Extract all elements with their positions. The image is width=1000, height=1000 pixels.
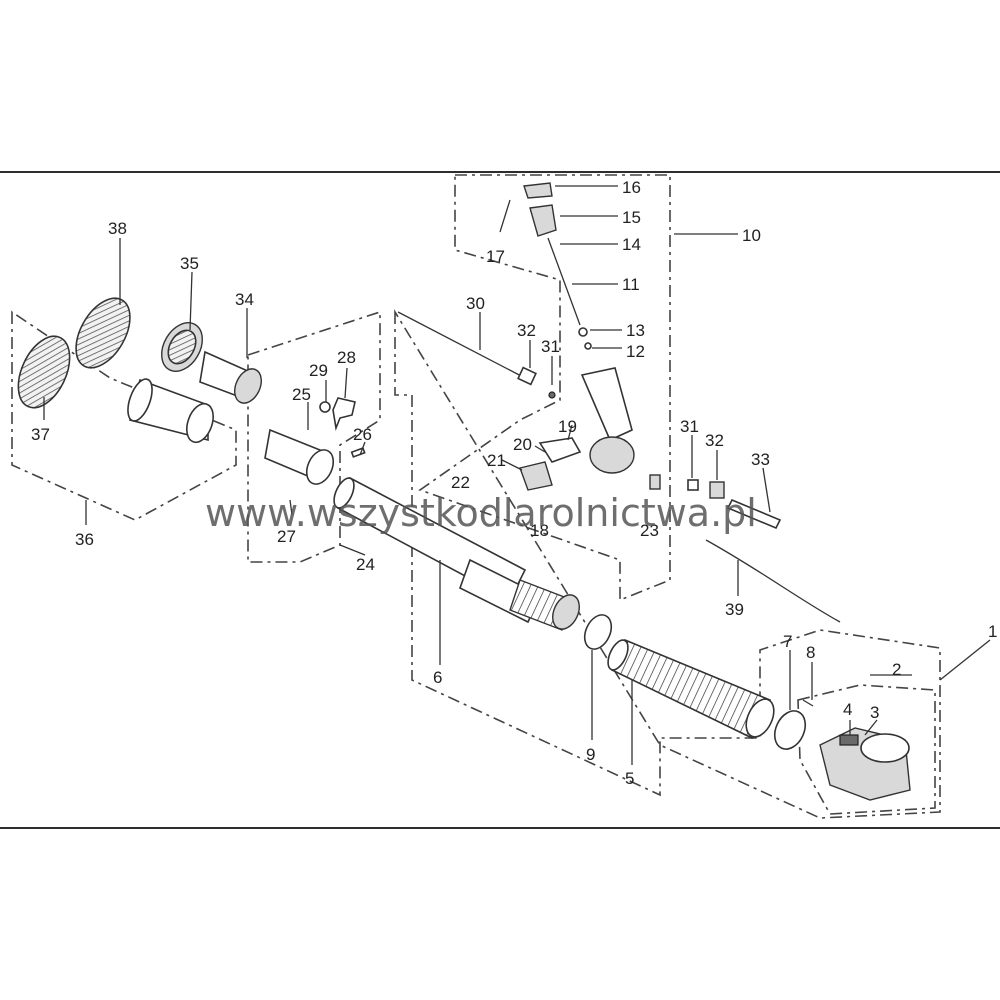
callout-6: 6	[433, 668, 442, 687]
callout-27: 27	[277, 527, 296, 546]
callout-15: 15	[622, 208, 641, 227]
callout-11: 11	[622, 275, 640, 294]
callout-25: 25	[292, 385, 311, 404]
part-28-bracket	[332, 397, 356, 431]
callout-3: 3	[870, 703, 879, 722]
part-36-cone	[127, 378, 214, 444]
callout-20: 20	[513, 435, 532, 454]
callout-19: 19	[558, 417, 577, 436]
callout-33: 33	[751, 450, 770, 469]
callout-30: 30	[466, 294, 485, 313]
part-29-ring	[319, 401, 331, 413]
callout-1: 1	[988, 622, 997, 641]
part-13-washer	[578, 327, 588, 337]
callout-28: 28	[337, 348, 356, 367]
callout-38: 38	[108, 219, 127, 238]
callout-23: 23	[640, 521, 659, 540]
part-23-nut	[649, 474, 661, 490]
callout-21: 21	[487, 451, 506, 470]
callout-4: 4	[843, 700, 852, 719]
part-32-nut-right	[709, 481, 725, 499]
leader-lines	[43, 185, 991, 765]
callout-36: 36	[75, 530, 94, 549]
part-12-washer	[584, 342, 592, 350]
callout-13: 13	[626, 321, 645, 340]
callout-labels: 1 2 3 4 5 6 7 8 9 10 11 12 13 14 15 16 1…	[31, 178, 997, 788]
part-21-plate	[519, 461, 553, 491]
part-33-bolt	[726, 498, 782, 530]
callout-24: 24	[356, 555, 375, 574]
callout-39: 39	[725, 600, 744, 619]
callout-22: 22	[451, 473, 470, 492]
part-5-flex-hose	[607, 638, 775, 740]
callout-31: 31	[541, 337, 560, 356]
part-38-filter-screen	[75, 297, 131, 369]
part-16-cap	[523, 182, 553, 199]
part-20-lever	[538, 437, 582, 463]
part-handle-grip	[580, 367, 635, 474]
part-35-grille	[161, 322, 203, 372]
part-34-intake-sleeve	[199, 350, 262, 404]
callout-9: 9	[586, 745, 595, 764]
group-box-1	[394, 309, 941, 819]
callout-35: 35	[180, 254, 199, 273]
callout-18: 18	[530, 521, 549, 540]
part-27-pin	[289, 499, 293, 516]
group-box-2	[797, 684, 936, 815]
part-6-pipe	[333, 476, 580, 631]
part-15-throttle-knob	[529, 204, 557, 237]
callout-31-right: 31	[680, 417, 699, 436]
part-37-filter-screen	[17, 335, 71, 409]
watermark-text: www.wszystkodlarolnictwa.pl	[205, 491, 757, 535]
part-25-elbow	[264, 428, 335, 485]
part-31-nut-right	[687, 479, 699, 491]
callout-32-right: 32	[705, 431, 724, 450]
part-30-rod	[397, 311, 556, 399]
callout-26: 26	[353, 425, 372, 444]
callout-12: 12	[626, 342, 645, 361]
part-2-elbow	[819, 727, 911, 801]
part-11-rod	[547, 237, 581, 326]
callout-7: 7	[783, 632, 792, 651]
callout-14: 14	[622, 235, 641, 254]
callout-10: 10	[742, 226, 761, 245]
callout-37: 37	[31, 425, 50, 444]
part-9-clamp	[583, 614, 613, 650]
callout-16: 16	[622, 178, 641, 197]
part-8-screw	[802, 699, 814, 707]
callout-5: 5	[625, 769, 634, 788]
callout-32: 32	[517, 321, 536, 340]
callout-34: 34	[235, 290, 254, 309]
callout-2: 2	[892, 660, 901, 679]
callout-17: 17	[486, 247, 505, 266]
callout-8: 8	[806, 643, 815, 662]
callout-29: 29	[309, 361, 328, 380]
part-7-clamp	[773, 710, 807, 750]
group-box-10	[418, 174, 671, 602]
group-box-36	[11, 310, 237, 521]
part-39-cable	[705, 539, 841, 623]
